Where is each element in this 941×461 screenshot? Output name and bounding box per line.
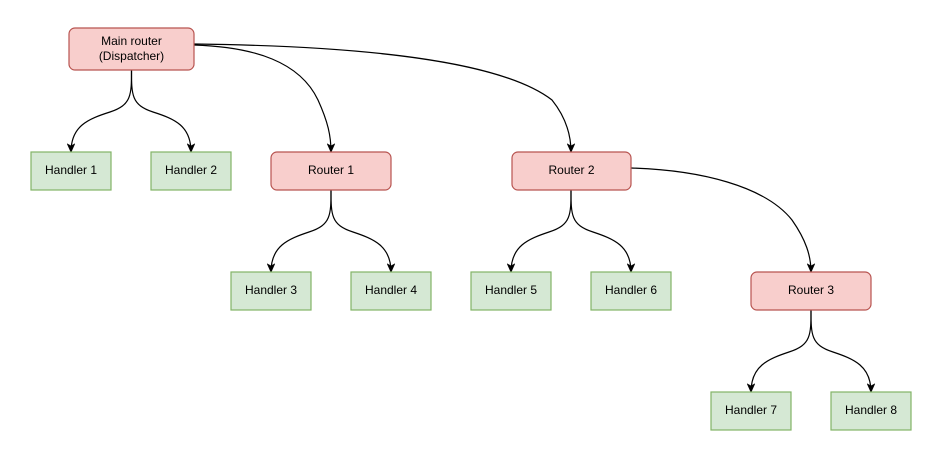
node-handler-1[interactable]: Handler 1 (30, 151, 112, 191)
node-label-router-1: Router 1 (308, 163, 354, 177)
node-box-handler-6[interactable] (590, 271, 672, 311)
node-handler-6[interactable]: Handler 6 (590, 271, 672, 311)
node-label-handler-7: Handler 7 (725, 403, 777, 417)
edge-router-2-to-router-3 (630, 167, 811, 272)
node-handler-7[interactable]: Handler 7 (710, 391, 792, 431)
edge-main-router-to-handler-2 (130, 69, 192, 152)
node-label-main-router: Main router (101, 34, 162, 48)
node-label-handler-3: Handler 3 (245, 283, 297, 297)
node-router-2[interactable]: Router 2 (511, 151, 632, 191)
node-box-handler-5[interactable] (470, 271, 552, 311)
node-box-handler-4[interactable] (350, 271, 432, 311)
edge-router-3-to-handler-7 (751, 309, 812, 392)
edge-router-3-to-handler-8 (810, 309, 871, 392)
edge-router-1-to-handler-3 (271, 189, 332, 272)
node-main-router[interactable]: Main router(Dispatcher) (68, 27, 195, 71)
node-box-main-router[interactable] (68, 27, 195, 71)
node-handler-2[interactable]: Handler 2 (150, 151, 232, 191)
edge-main-router-to-handler-1 (71, 69, 133, 152)
node-label-handler-8: Handler 8 (845, 403, 897, 417)
node-label-router-3: Router 3 (788, 283, 834, 297)
node-box-router-2[interactable] (511, 151, 632, 191)
edge-main-router-to-router-1 (193, 44, 331, 152)
edge-layer (71, 43, 871, 392)
node-handler-3[interactable]: Handler 3 (230, 271, 312, 311)
node-label-handler-6: Handler 6 (605, 283, 657, 297)
node-label-handler-1: Handler 1 (45, 163, 97, 177)
node-router-1[interactable]: Router 1 (270, 151, 392, 191)
node-sublabel-main-router: (Dispatcher) (99, 49, 164, 63)
node-label-handler-5: Handler 5 (485, 283, 537, 297)
node-layer: Main router(Dispatcher) Handler 1 Handler … (30, 27, 912, 431)
edge-router-1-to-handler-4 (330, 189, 391, 272)
edge-router-2-to-handler-5 (511, 189, 572, 272)
node-box-router-3[interactable] (750, 271, 872, 311)
node-box-handler-1[interactable] (30, 151, 112, 191)
node-box-handler-8[interactable] (830, 391, 912, 431)
node-box-router-1[interactable] (270, 151, 392, 191)
node-handler-8[interactable]: Handler 8 (830, 391, 912, 431)
node-label-handler-4: Handler 4 (365, 283, 417, 297)
edge-main-router-to-router-2 (193, 43, 571, 152)
node-label-router-2: Router 2 (548, 163, 594, 177)
node-box-handler-7[interactable] (710, 391, 792, 431)
node-handler-4[interactable]: Handler 4 (350, 271, 432, 311)
node-box-handler-2[interactable] (150, 151, 232, 191)
node-box-handler-3[interactable] (230, 271, 312, 311)
node-label-handler-2: Handler 2 (165, 163, 217, 177)
node-handler-5[interactable]: Handler 5 (470, 271, 552, 311)
node-router-3[interactable]: Router 3 (750, 271, 872, 311)
edge-router-2-to-handler-6 (570, 189, 631, 272)
